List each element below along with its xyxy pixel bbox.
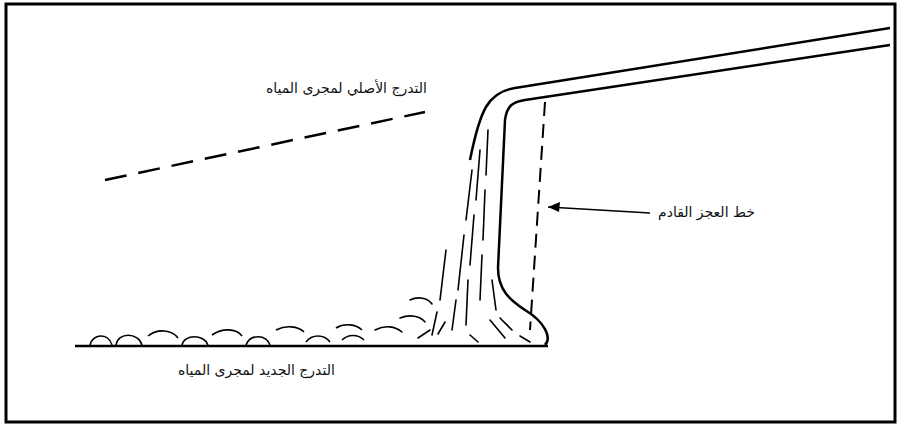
gradient-label: التدرج الجديد لمجرى المياه <box>175 360 338 380</box>
retreat-line-label: خط العجز القادم <box>655 202 758 222</box>
gradient-label: التدرج الأصلي لمجرى المياه <box>263 78 430 98</box>
